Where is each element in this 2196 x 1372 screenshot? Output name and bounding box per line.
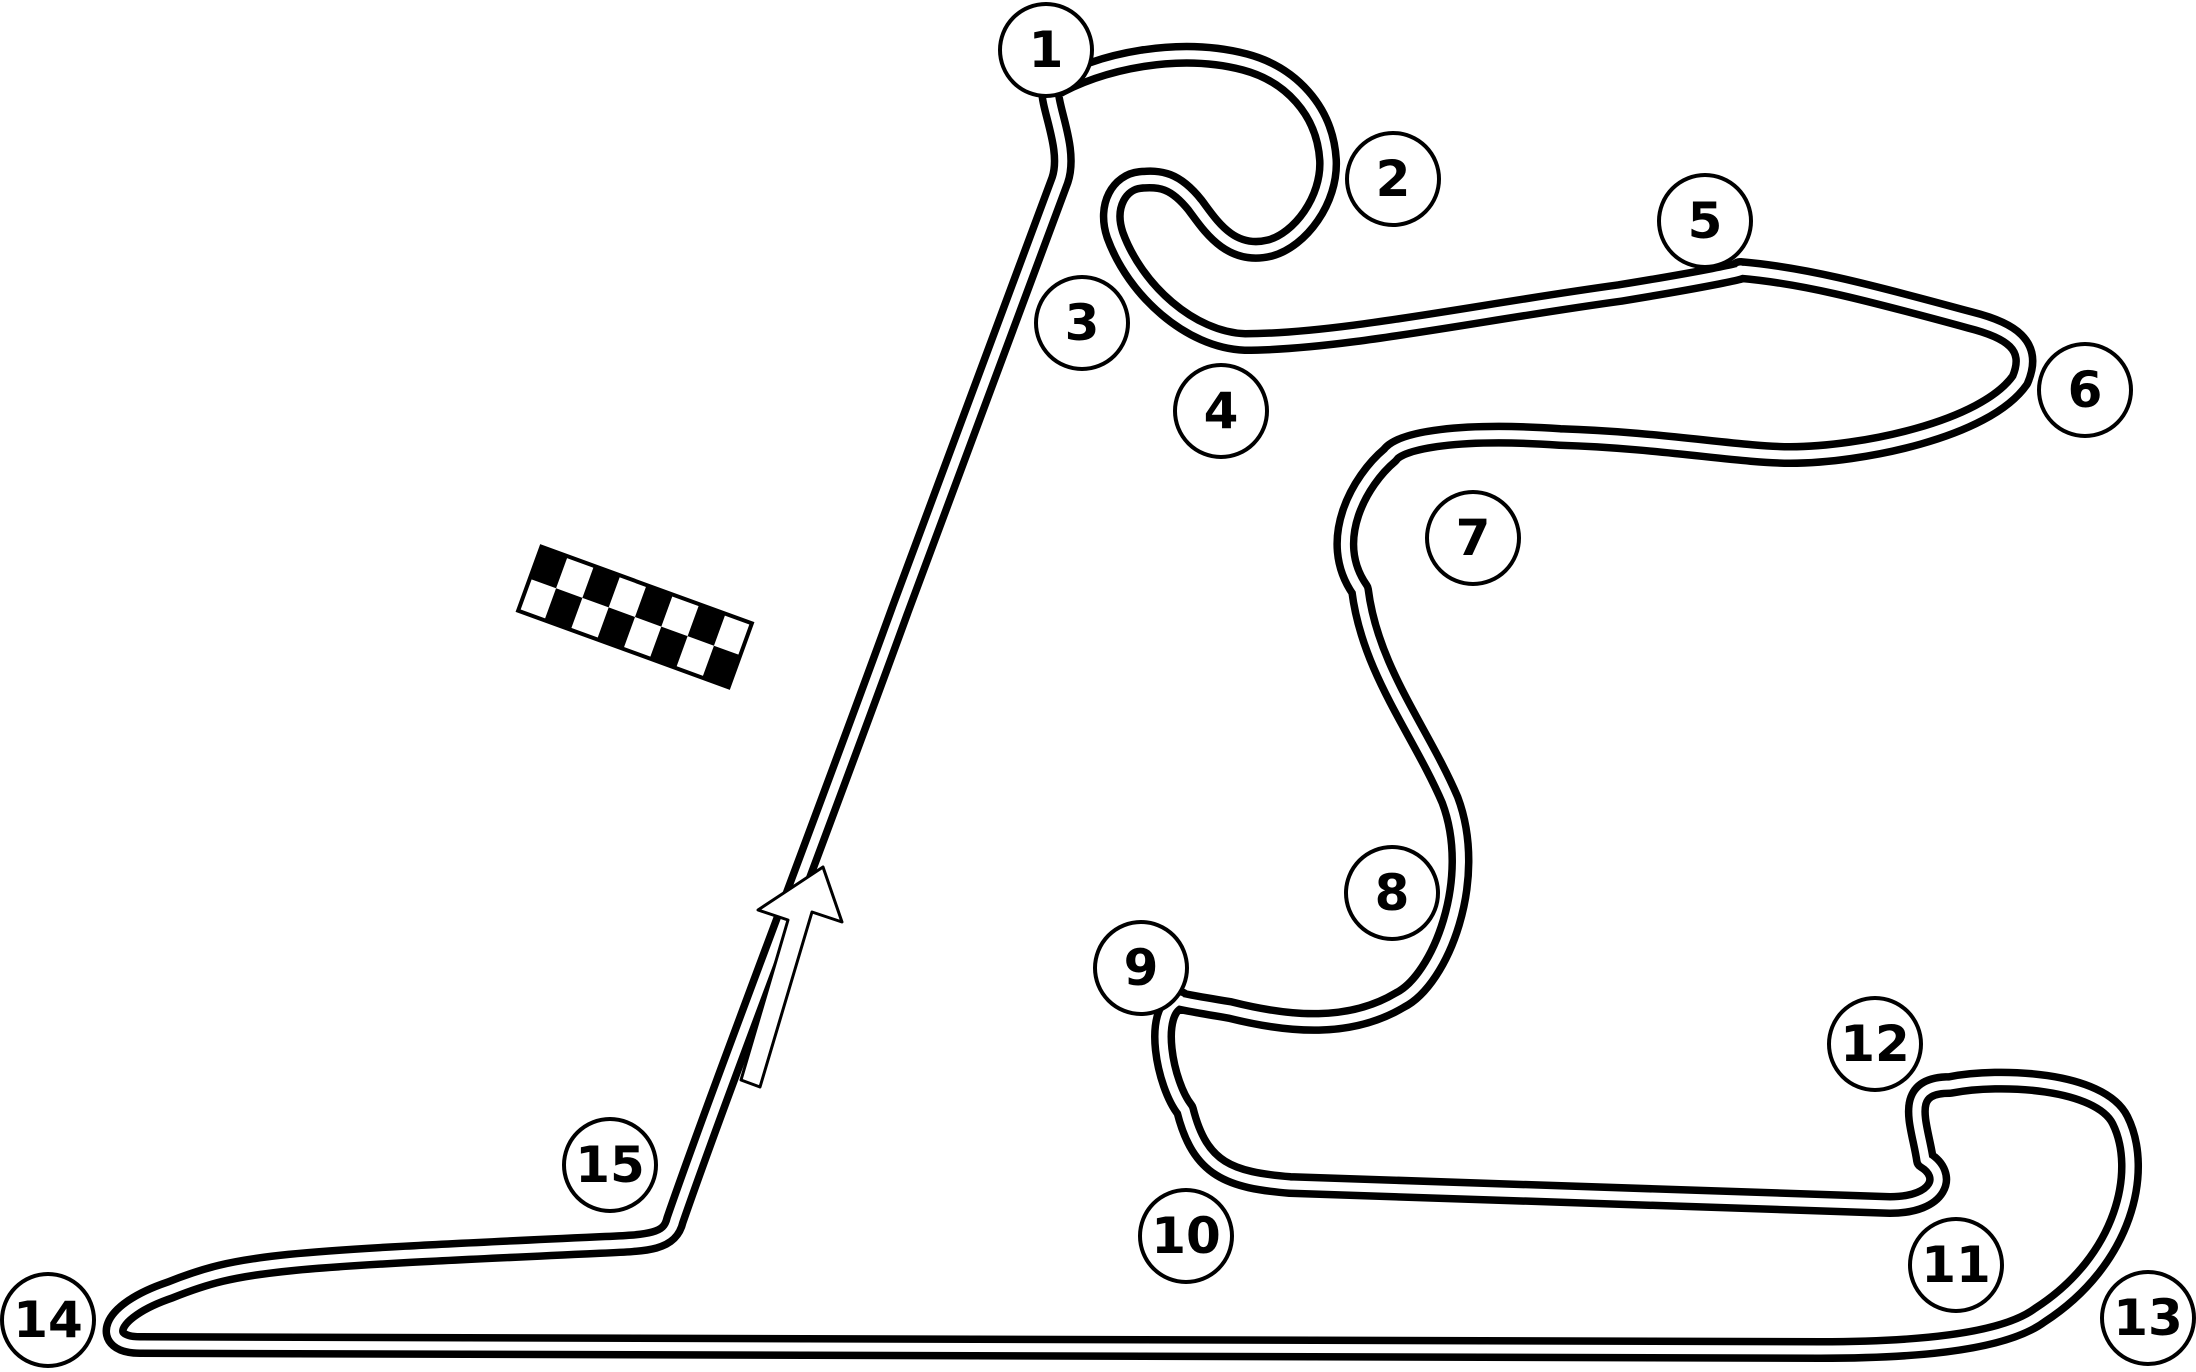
race-track	[102, 42, 2142, 1362]
turn-marker-9: 9	[1093, 920, 1189, 1016]
arrow-up-icon	[739, 865, 844, 1089]
turn-number: 13	[2113, 1289, 2183, 1347]
turn-marker-4: 4	[1173, 363, 1269, 459]
track-surface	[110, 50, 2135, 1355]
turn-number: 11	[1921, 1236, 1991, 1294]
turn-marker-15: 15	[562, 1117, 658, 1213]
turn-number: 9	[1124, 939, 1159, 997]
turn-number: 4	[1204, 382, 1239, 440]
turn-marker-2: 2	[1345, 131, 1441, 227]
turn-marker-6: 6	[2037, 342, 2133, 438]
turn-number: 5	[1688, 192, 1723, 250]
turn-number: 3	[1065, 294, 1100, 352]
turn-number: 2	[1376, 150, 1411, 208]
turn-number: 8	[1375, 864, 1410, 922]
turn-number: 6	[2068, 361, 2103, 419]
checkered-flag-icon	[515, 544, 755, 690]
turn-marker-13: 13	[2100, 1270, 2196, 1366]
turn-marker-11: 11	[1908, 1217, 2004, 1313]
turn-marker-7: 7	[1425, 490, 1521, 586]
turn-marker-1: 1	[998, 2, 1094, 98]
turn-marker-10: 10	[1138, 1188, 1234, 1284]
turn-number: 10	[1151, 1207, 1221, 1265]
turn-marker-5: 5	[1657, 173, 1753, 269]
turn-number: 1	[1029, 21, 1064, 79]
turn-marker-3: 3	[1034, 275, 1130, 371]
turn-marker-12: 12	[1827, 996, 1923, 1092]
turn-marker-14: 14	[0, 1272, 96, 1368]
turn-number: 15	[575, 1136, 645, 1194]
turn-marker-8: 8	[1344, 845, 1440, 941]
turn-number: 14	[13, 1291, 83, 1349]
turn-number: 7	[1456, 509, 1491, 567]
turn-number: 12	[1840, 1015, 1910, 1073]
